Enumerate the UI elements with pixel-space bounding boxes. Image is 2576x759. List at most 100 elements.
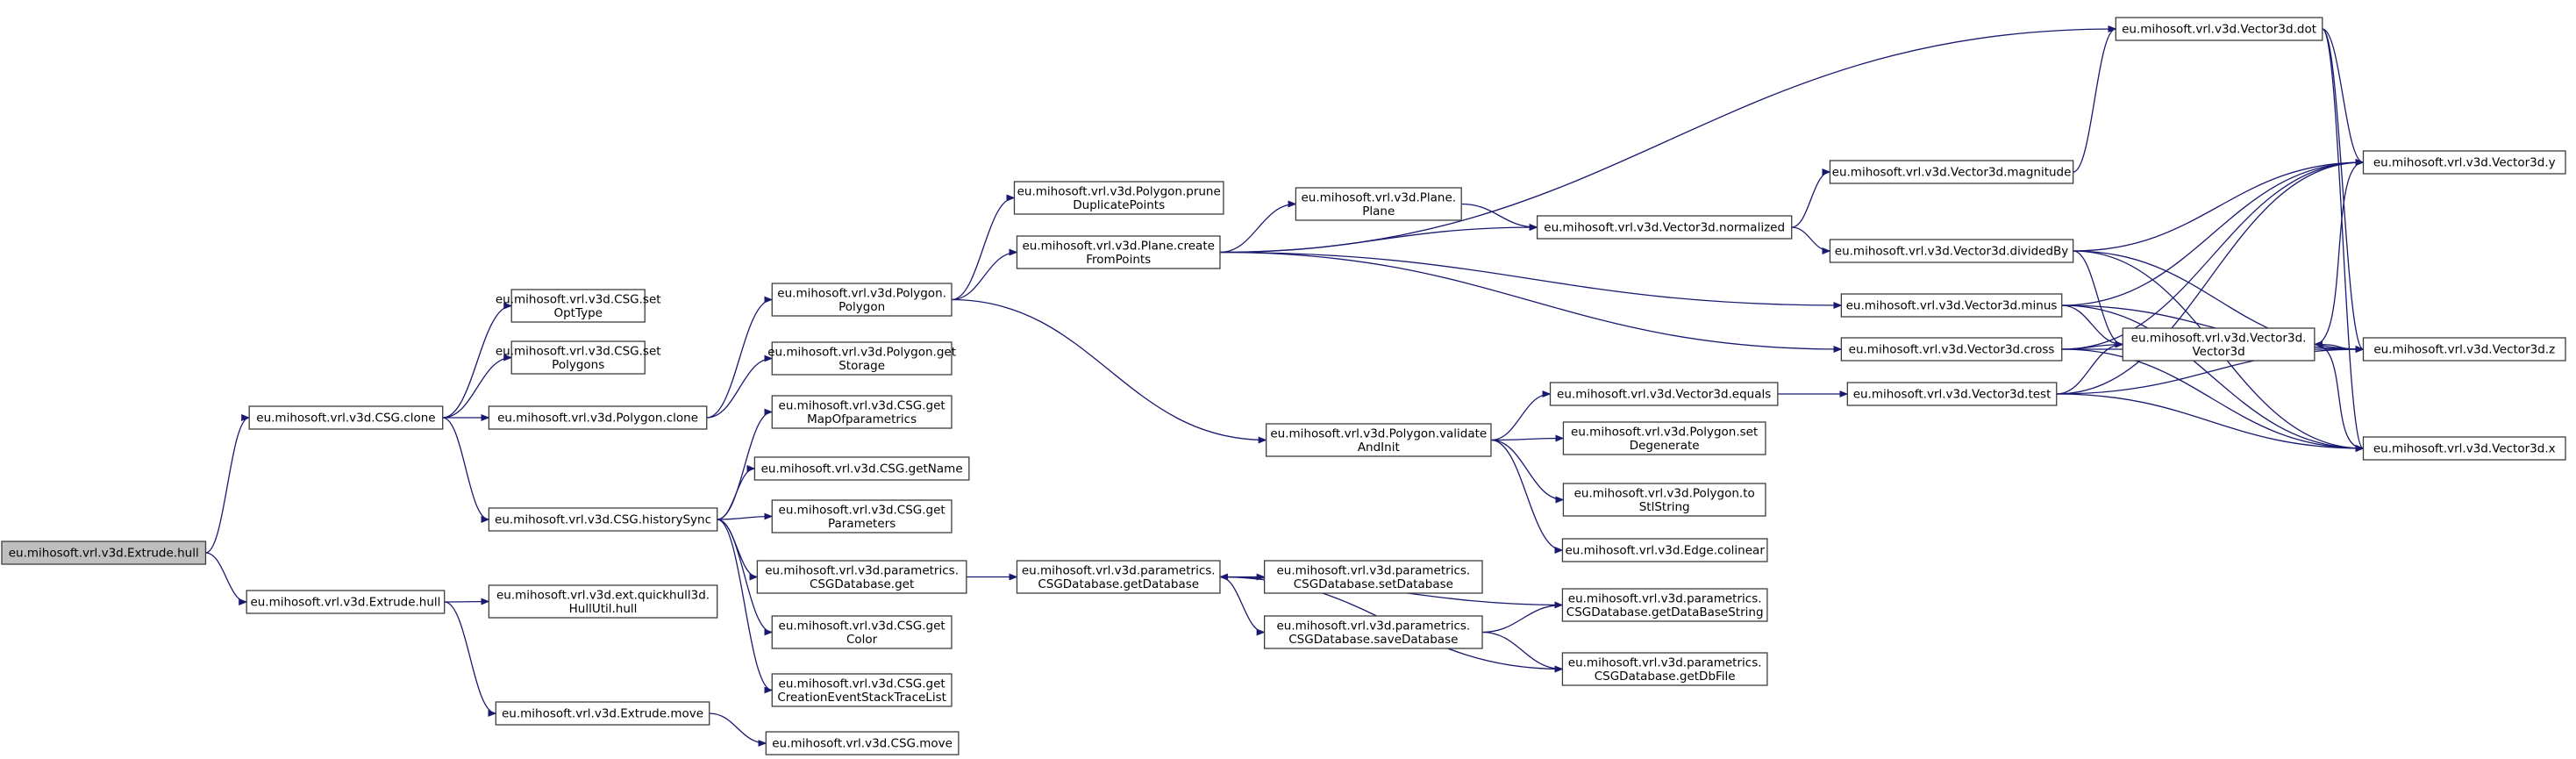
node-savedatabase[interactable]: eu.mihosoft.vrl.v3d.parametrics.CSGDatab… xyxy=(1263,615,1483,649)
node-magnitude[interactable]: eu.mihosoft.vrl.v3d.Vector3d.magnitude xyxy=(1829,160,2074,184)
node-root[interactable]: eu.mihosoft.vrl.v3d.Extrude.hull xyxy=(1,541,207,565)
edge-plane_plane-to-normalized xyxy=(1461,203,1538,231)
node-colinear[interactable]: eu.mihosoft.vrl.v3d.Edge.colinear xyxy=(1561,538,1768,562)
node-getdbstring[interactable]: eu.mihosoft.vrl.v3d.parametrics.CSGDatab… xyxy=(1561,588,1768,622)
node-getdbfile[interactable]: eu.mihosoft.vrl.v3d.parametrics.CSGDatab… xyxy=(1561,652,1768,686)
node-plane_create[interactable]: eu.mihosoft.vrl.v3d.Plane.createFromPoin… xyxy=(1016,235,1221,269)
node-ext_move[interactable]: eu.mihosoft.vrl.v3d.Extrude.move xyxy=(495,701,710,726)
node-v_z[interactable]: eu.mihosoft.vrl.v3d.Vector3d.z xyxy=(2362,337,2566,362)
node-label: eu.mihosoft.vrl.v3d.parametrics. xyxy=(1022,563,1216,577)
node-label: eu.mihosoft.vrl.v3d.CSG.get xyxy=(779,677,945,691)
node-validate[interactable]: eu.mihosoft.vrl.v3d.Polygon.validateAndI… xyxy=(1265,423,1492,457)
node-box xyxy=(488,405,708,430)
node-get_name[interactable]: eu.mihosoft.vrl.v3d.CSG.getName xyxy=(753,456,970,481)
node-label: eu.mihosoft.vrl.v3d.CSG.set xyxy=(496,292,661,306)
node-label: CSGDatabase.getDataBaseString xyxy=(1566,605,1764,619)
node-box xyxy=(248,405,444,430)
node-label: eu.mihosoft.vrl.v3d.Vector3d.test xyxy=(1853,388,2052,402)
node-label: MapOfparametrics xyxy=(807,412,917,426)
node-get_creation[interactable]: eu.mihosoft.vrl.v3d.CSG.getCreationEvent… xyxy=(771,673,953,707)
node-label: eu.mihosoft.vrl.v3d.CSG.clone xyxy=(256,412,435,426)
edge-cross-to-v_x xyxy=(2061,348,2365,452)
node-ext_hull[interactable]: eu.mihosoft.vrl.v3d.Extrude.hull xyxy=(246,590,446,614)
node-poly_poly[interactable]: eu.mihosoft.vrl.v3d.Polygon.Polygon xyxy=(771,283,953,317)
edge-plane_create-to-minus xyxy=(1219,251,1843,309)
edge-validate-to-set_degenerate xyxy=(1490,434,1565,442)
node-box xyxy=(2362,150,2566,175)
edge-v_y-to-v_ctor xyxy=(2313,161,2364,348)
edge-minus-to-v_x xyxy=(2061,304,2365,452)
node-v_x[interactable]: eu.mihosoft.vrl.v3d.Vector3d.x xyxy=(2362,436,2566,461)
node-box xyxy=(2362,436,2566,461)
node-box xyxy=(510,340,646,375)
node-csgdb_get[interactable]: eu.mihosoft.vrl.v3d.parametrics.CSGDatab… xyxy=(756,560,967,594)
node-v_y[interactable]: eu.mihosoft.vrl.v3d.Vector3d.y xyxy=(2362,150,2566,175)
node-setdatabase[interactable]: eu.mihosoft.vrl.v3d.parametrics.CSGDatab… xyxy=(1263,560,1483,594)
node-v_equals[interactable]: eu.mihosoft.vrl.v3d.Vector3d.equals xyxy=(1549,382,1779,406)
node-label: eu.mihosoft.vrl.v3d.Extrude.move xyxy=(502,707,703,721)
node-plane_plane[interactable]: eu.mihosoft.vrl.v3d.Plane.Plane xyxy=(1295,187,1462,221)
node-normalized[interactable]: eu.mihosoft.vrl.v3d.Vector3d.normalized xyxy=(1536,215,1793,240)
node-box xyxy=(1561,652,1768,686)
edge-poly_poly-to-plane_create xyxy=(951,248,1018,301)
edge-history-to-get_name xyxy=(717,465,756,520)
edge-plane_create-to-v_dot xyxy=(1219,25,2117,254)
node-poly_clone[interactable]: eu.mihosoft.vrl.v3d.Polygon.clone xyxy=(488,405,708,430)
node-prune[interactable]: eu.mihosoft.vrl.v3d.Polygon.pruneDuplica… xyxy=(1013,181,1224,215)
node-v_ctor[interactable]: eu.mihosoft.vrl.v3d.Vector3d.Vector3d xyxy=(2122,327,2316,362)
node-label: CSGDatabase.getDbFile xyxy=(1595,669,1736,684)
edge-cross-to-v_y xyxy=(2061,159,2365,350)
edge-csg_clone-to-set_opttype xyxy=(442,302,513,419)
edge-plane_create-to-cross xyxy=(1219,251,1843,353)
node-label: eu.mihosoft.vrl.v3d.ext.quickhull3d. xyxy=(496,588,710,602)
node-box xyxy=(1013,181,1224,215)
node-box xyxy=(1295,187,1462,221)
edge-minus-to-v_y xyxy=(2061,159,2365,306)
node-label: eu.mihosoft.vrl.v3d.Vector3d.cross xyxy=(1849,343,2055,357)
node-label: Polygons xyxy=(552,358,604,372)
node-label: eu.mihosoft.vrl.v3d.Polygon.clone xyxy=(497,412,698,426)
node-label: eu.mihosoft.vrl.v3d.Vector3d.minus xyxy=(1846,299,2058,313)
node-box xyxy=(1265,423,1492,457)
edge-poly_clone-to-poly_poly xyxy=(706,296,774,419)
node-label: eu.mihosoft.vrl.v3d.Polygon.prune xyxy=(1017,184,1221,198)
node-label: CSGDatabase.setDatabase xyxy=(1294,577,1453,591)
node-box xyxy=(771,499,953,533)
edge-normalized-to-dividedby xyxy=(1791,226,1831,254)
node-box xyxy=(495,701,710,726)
node-box xyxy=(1263,615,1483,649)
edge-v_z-to-v_ctor xyxy=(2313,340,2364,350)
node-label: eu.mihosoft.vrl.v3d.Polygon.get xyxy=(767,345,956,359)
node-v_test[interactable]: eu.mihosoft.vrl.v3d.Vector3d.test xyxy=(1846,382,2058,406)
node-label: eu.mihosoft.vrl.v3d.Vector3d.magnitude xyxy=(1832,166,2072,180)
node-box xyxy=(510,289,646,323)
node-v_dot[interactable]: eu.mihosoft.vrl.v3d.Vector3d.dot xyxy=(2115,17,2323,41)
edge-root-to-ext_hull xyxy=(205,552,248,605)
node-minus[interactable]: eu.mihosoft.vrl.v3d.Vector3d.minus xyxy=(1840,293,2063,318)
node-csg_move[interactable]: eu.mihosoft.vrl.v3d.CSG.move xyxy=(765,731,960,755)
node-dividedby[interactable]: eu.mihosoft.vrl.v3d.Vector3d.dividedBy xyxy=(1829,239,2074,263)
node-label: HullUtil.hull xyxy=(569,602,638,616)
node-csg_clone[interactable]: eu.mihosoft.vrl.v3d.CSG.clone xyxy=(248,405,444,430)
node-label: StlString xyxy=(1639,500,1690,514)
node-label: eu.mihosoft.vrl.v3d.CSG.move xyxy=(772,737,953,751)
node-history[interactable]: eu.mihosoft.vrl.v3d.CSG.historySync xyxy=(488,507,718,532)
edge-plane_create-to-plane_plane xyxy=(1219,200,1297,254)
node-cross[interactable]: eu.mihosoft.vrl.v3d.Vector3d.cross xyxy=(1840,337,2063,362)
node-label: CSGDatabase.saveDatabase xyxy=(1288,633,1458,647)
node-hullutil[interactable]: eu.mihosoft.vrl.v3d.ext.quickhull3d.Hull… xyxy=(488,584,718,619)
node-set_degenerate[interactable]: eu.mihosoft.vrl.v3d.Polygon.setDegenerat… xyxy=(1562,421,1766,455)
node-getdatabase[interactable]: eu.mihosoft.vrl.v3d.parametrics.CSGDatab… xyxy=(1016,560,1221,594)
node-label: Polygon xyxy=(838,300,885,314)
node-label: eu.mihosoft.vrl.v3d.Vector3d.z xyxy=(2373,343,2555,357)
edge-savedatabase-to-getdbstring xyxy=(1482,601,1564,634)
node-box xyxy=(246,590,446,614)
node-label: Degenerate xyxy=(1630,439,1700,453)
node-get_map[interactable]: eu.mihosoft.vrl.v3d.CSG.getMapOfparametr… xyxy=(771,395,953,429)
